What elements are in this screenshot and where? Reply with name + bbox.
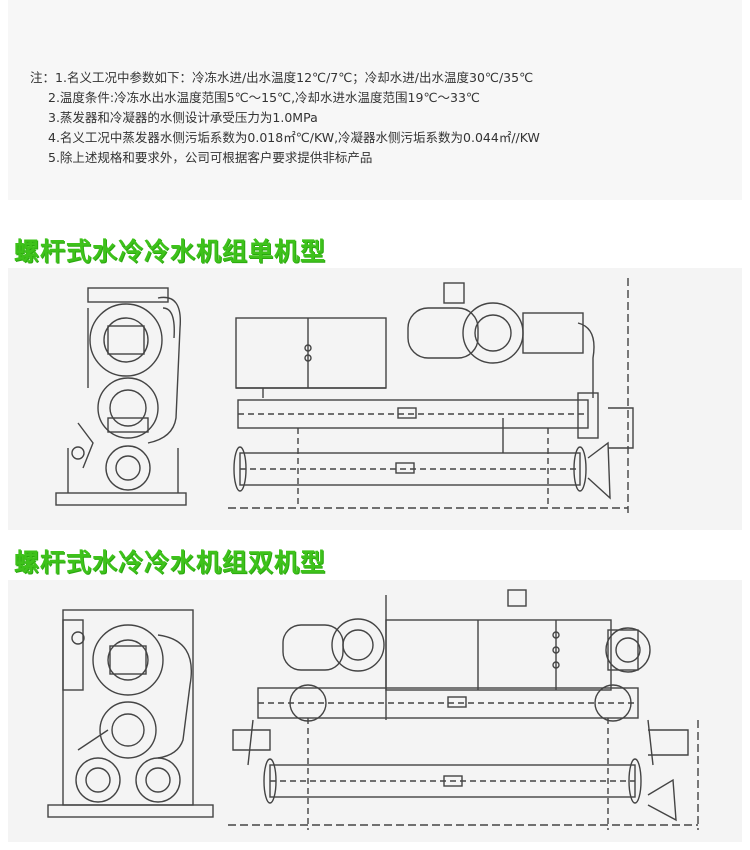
single-unit-drawing — [55, 278, 634, 513]
note-prefix: 注：1.名义工况中参数如下：冷冻水进/出水温度12℃/7℃；冷却水进/出水温度3… — [30, 70, 534, 85]
note-item: 2.温度条件:冷冻水出水温度范围5℃～15℃,冷却水进水温度范围19℃～33℃ — [48, 90, 480, 105]
double-unit-drawing — [47, 589, 699, 830]
note-item: 5.除上述规格和要求外，公司可根据客户要求提供非标产品 — [48, 150, 373, 165]
section-title-double: 螺杆式水冷冷水机组双机型 — [14, 548, 327, 577]
single-unit-drawing-panel — [8, 268, 742, 530]
notes-panel — [8, 0, 742, 200]
note-item: 3.蒸发器和冷凝器的水侧设计承受压力为1.0MPa — [48, 110, 318, 125]
section-title-single: 螺杆式水冷冷水机组单机型 — [14, 237, 327, 266]
note-item: 4.名义工况中蒸发器水侧污垢系数为0.018㎡℃/KW,冷凝器水侧污垢系数为0.… — [48, 130, 540, 145]
double-unit-drawing-panel — [8, 580, 742, 842]
